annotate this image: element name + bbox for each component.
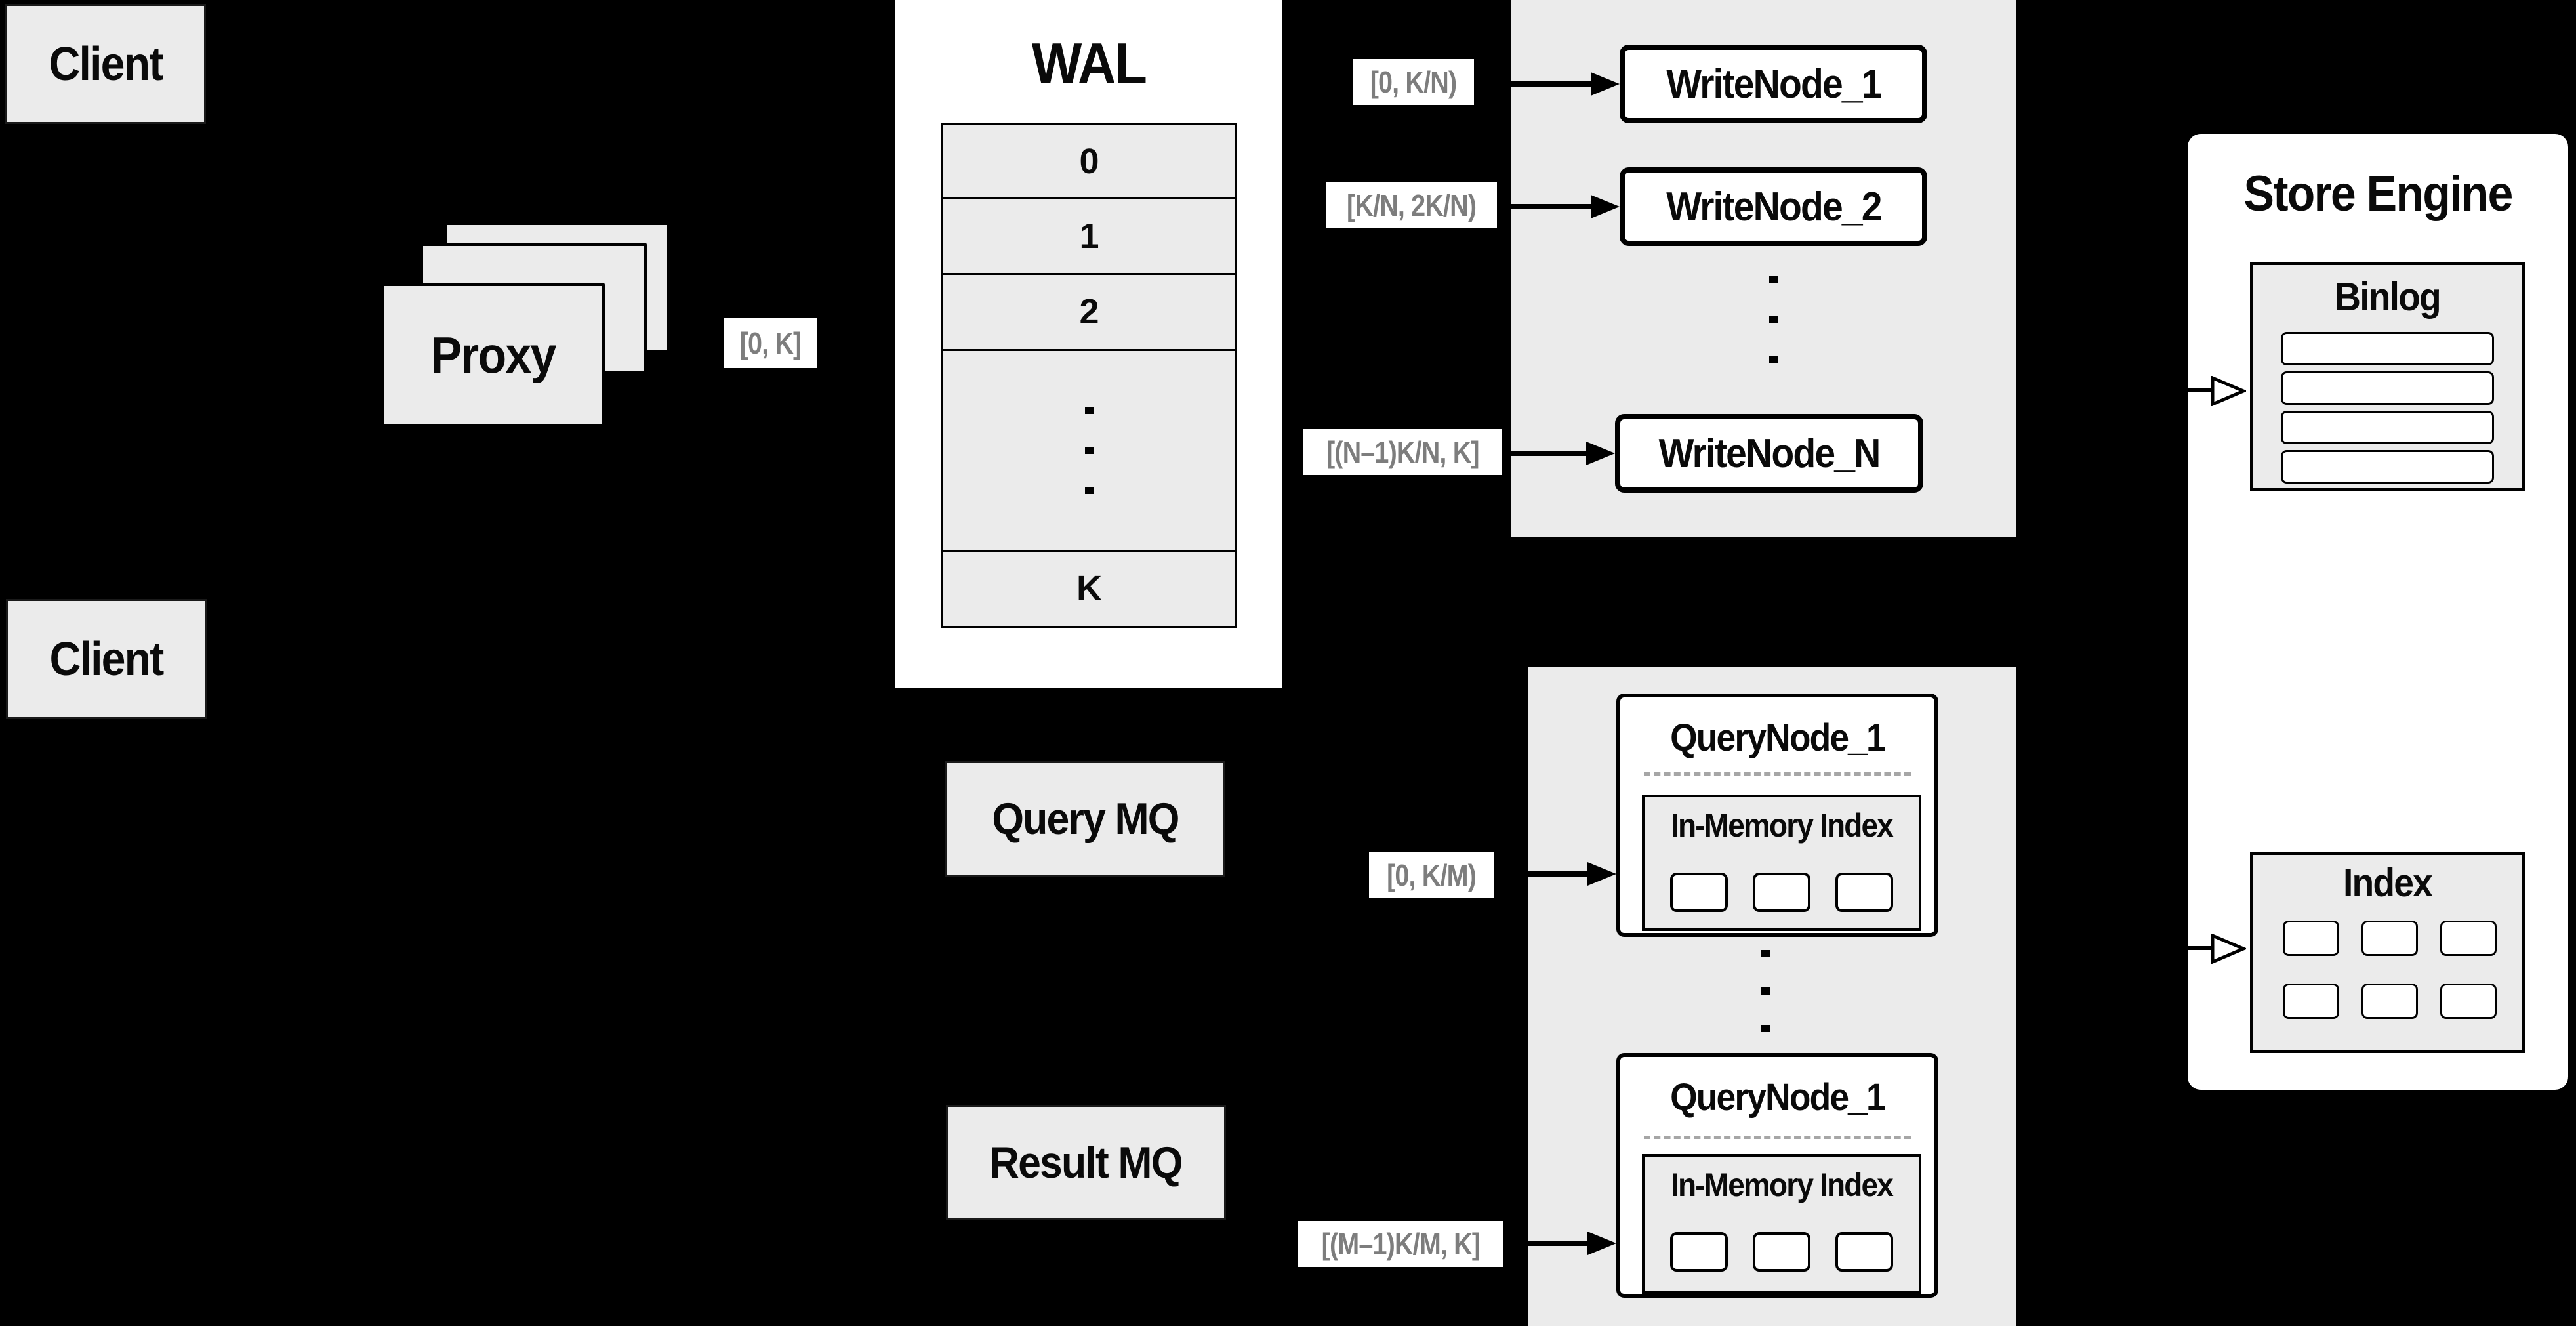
in-memory-index-box-top: In-Memory Index [1642,795,1921,931]
index-cell [1670,873,1728,912]
wal-row-1: 1 [943,197,1235,272]
in-memory-index-box-bottom: In-Memory Index [1642,1154,1921,1294]
index-title: Index [2343,861,2433,905]
write-arrow-1-head-icon [1591,72,1620,96]
index-cell [1753,1232,1810,1272]
client-box-top: Client [5,4,206,124]
binlog-row [2281,411,2494,444]
query-arrow-1-head-icon [1587,862,1616,886]
query-node-bottom-title: QueryNode_1 [1670,1076,1886,1119]
in-memory-index-top-title: In-Memory Index [1671,807,1894,844]
store-engine-panel: Store Engine Binlog Index [2185,131,2571,1092]
wal-table: 0 1 2 K [941,123,1237,628]
index-arrow-open-head-icon [2211,934,2246,964]
query-node-bottom: QueryNode_1 In-Memory Index [1616,1053,1938,1298]
binlog-title: Binlog [2335,275,2441,319]
index-cell [1835,873,1893,912]
index-cell [1753,873,1810,912]
query-mq-label: Query MQ [991,794,1179,844]
index-box: Index [2250,852,2525,1053]
write-arrow-2-head-icon [1591,195,1620,218]
write-arrow-n-head-icon [1586,442,1615,465]
write-nodes-ellipsis-icon [1769,276,1778,363]
wal-panel: WAL 0 1 2 K [895,0,1282,688]
wal-row-k: K [943,549,1235,626]
in-memory-index-top-cells [1645,873,1919,912]
query-node-top-title: QueryNode_1 [1670,716,1886,759]
proxy-card: Proxy [381,283,605,427]
client-top-label: Client [49,37,164,91]
query-range-label-1: [0, K/M) [1368,852,1494,898]
query-node-bottom-divider [1644,1136,1911,1139]
client-box-bottom: Client [6,599,207,719]
binlog-arrow-line [2125,388,2213,392]
write-range-label-2: [K/N, 2K/N) [1325,182,1497,228]
proxy-range-label: [0, K] [724,318,817,368]
write-range-label-n: [(N–1)K/N, K] [1303,429,1502,475]
vertical-ellipsis-icon [1084,406,1094,494]
index-cell [2282,921,2339,956]
wal-title: WAL [1031,31,1147,96]
write-node-n: WriteNode_N [1615,414,1923,493]
query-mq-box: Query MQ [945,761,1225,877]
binlog-row [2281,332,2494,365]
write-arrow-1-line [1474,81,1593,87]
index-arrow-line [2125,946,2213,950]
client-bottom-label: Client [49,632,165,686]
proxy-label: Proxy [430,325,556,384]
index-cell [1835,1232,1893,1272]
binlog-row [2281,450,2494,484]
query-arrow-1-line [1494,871,1589,877]
write-arrow-2-line [1497,204,1593,209]
query-node-top-divider [1644,772,1911,776]
write-node-2: WriteNode_2 [1620,167,1927,246]
query-arrow-m-line [1503,1241,1589,1246]
query-arrow-m-head-icon [1587,1232,1616,1255]
wal-row-2: 2 [943,272,1235,349]
query-node-top: QueryNode_1 In-Memory Index [1616,694,1938,937]
index-cell [2361,921,2418,956]
result-mq-label: Result MQ [990,1137,1183,1188]
binlog-rows [2253,332,2522,484]
query-nodes-ellipsis-icon [1761,950,1770,1032]
write-range-label-1: [0, K/N) [1353,59,1474,105]
index-cells [2253,921,2522,1019]
index-cell [2282,984,2339,1019]
write-arrow-n-line [1502,451,1588,456]
store-engine-title: Store Engine [2243,166,2513,222]
binlog-box: Binlog [2250,262,2525,491]
wal-row-ellipsis [943,348,1235,550]
index-cell [2440,921,2497,956]
write-node-1: WriteNode_1 [1620,45,1927,123]
in-memory-index-bottom-cells [1645,1232,1919,1272]
result-mq-box: Result MQ [946,1105,1226,1220]
query-range-label-m: [(M–1)K/M, K] [1298,1221,1503,1267]
binlog-row [2281,371,2494,405]
in-memory-index-bottom-title: In-Memory Index [1671,1167,1894,1203]
index-cell [2440,984,2497,1019]
index-cell [1670,1232,1728,1272]
wal-row-0: 0 [1079,141,1099,181]
index-cell [2361,984,2418,1019]
binlog-arrow-open-head-icon [2211,376,2246,406]
